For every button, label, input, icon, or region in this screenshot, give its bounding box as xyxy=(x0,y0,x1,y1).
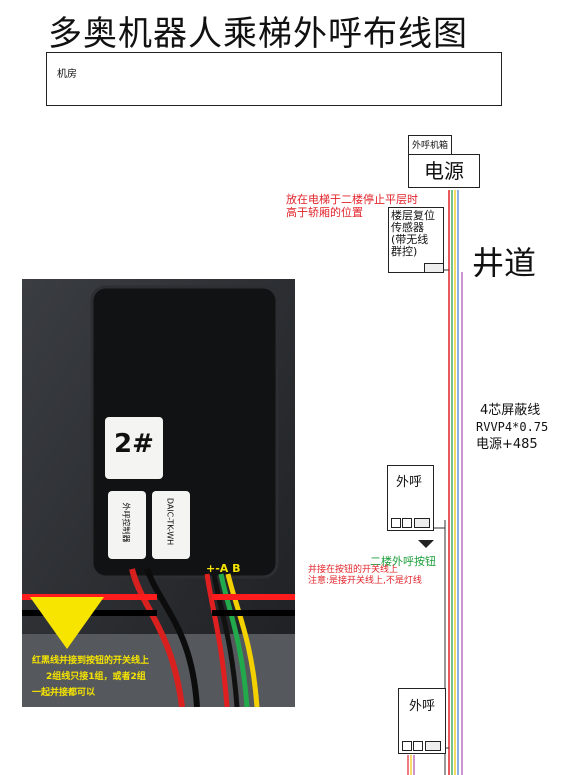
machine-room-box: 机房 xyxy=(46,52,502,106)
wiring-note: 并接在按钮的开关线上 注意:是接开关线上,不是灯线 xyxy=(308,565,422,586)
power-label: 电源 xyxy=(424,159,464,183)
floor-sensor-box: 楼层复位 传感器 (带无线 群控) xyxy=(388,207,444,273)
sticker-controller: 外呼控制器 xyxy=(121,502,131,543)
outer-call-label: 外呼 xyxy=(396,475,423,490)
cable-spec: 4芯屏蔽线 RVVP4*0.75 电源+485 xyxy=(476,403,549,452)
photo-scene xyxy=(22,279,295,707)
power-box: 电源 xyxy=(408,154,480,188)
shaft-label: 井道 xyxy=(472,244,537,282)
yellow-triangle-icon xyxy=(30,597,104,649)
sticker-model: DAIC-TK-WH xyxy=(165,497,175,546)
call-cabinet-label-box: 外呼机箱 xyxy=(408,135,452,155)
floor-mark: 2# xyxy=(114,429,154,459)
terminal-label: +-A B xyxy=(206,562,241,575)
page-title: 多奥机器人乘梯外呼布线图 xyxy=(48,14,468,54)
controller-photo: 2# 外呼控制器 DAIC-TK-WH +-A B 红黑线并接到按钮的开关线上 … xyxy=(22,279,295,707)
second-floor-button-label: 二楼外呼按钮 xyxy=(370,555,436,568)
sensor-connector xyxy=(424,263,444,273)
outer-call-label-lower: 外呼 xyxy=(409,699,436,714)
outer-call-box-lower: 外呼 xyxy=(398,688,446,754)
photo-caption: 红黑线并接到按钮的开关线上 2组线只接1组，或者2组 一起并接都可以 xyxy=(32,656,150,698)
outer-call-box-2f: 外呼 xyxy=(387,465,434,531)
position-note: 放在电梯于二楼停止平层时 高于轿厢的位置 xyxy=(286,193,418,219)
call-cabinet-label: 外呼机箱 xyxy=(412,141,449,151)
arrow-down-icon xyxy=(418,540,434,548)
machine-room-label: 机房 xyxy=(57,69,77,80)
